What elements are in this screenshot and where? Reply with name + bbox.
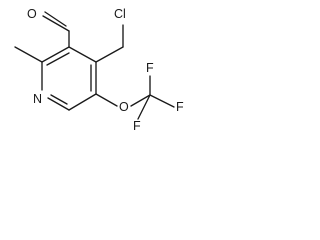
bond-cf-left xyxy=(137,94,151,120)
atom-label-nitrogen: N xyxy=(33,92,42,106)
atom-label-fluorine-top: F xyxy=(146,61,154,75)
bond-aldehyde-co xyxy=(42,15,70,32)
molecule-drawing: O Cl N O F F F xyxy=(14,7,184,133)
bond-ring-c6-n xyxy=(47,97,70,111)
bond-cf-right xyxy=(149,94,175,108)
bond-ring-c2-c3-inner xyxy=(46,52,70,66)
atom-label-oxygen-aldehyde: O xyxy=(27,7,37,21)
bond-ring-c6-n-inner xyxy=(50,94,68,105)
atom-label-oxygen-ether: O xyxy=(119,100,129,114)
bond-ring-c5-c6 xyxy=(68,93,97,111)
bond-ether-c5-o xyxy=(95,93,118,107)
bond-ring-c3-c4 xyxy=(68,46,97,63)
atom-label-chlorine: Cl xyxy=(114,7,126,21)
bond-chloromethyl-c xyxy=(95,46,124,63)
structure-diagram: O Cl N O F F F xyxy=(0,0,218,156)
bond-ring-c2-c3 xyxy=(41,46,70,63)
atom-label-fluorine-right: F xyxy=(176,100,184,114)
bond-methyl xyxy=(14,46,43,63)
bond-ether-o-c xyxy=(130,94,151,107)
atom-label-fluorine-left: F xyxy=(133,119,141,133)
bond-aldehyde-co-inner xyxy=(44,11,67,27)
